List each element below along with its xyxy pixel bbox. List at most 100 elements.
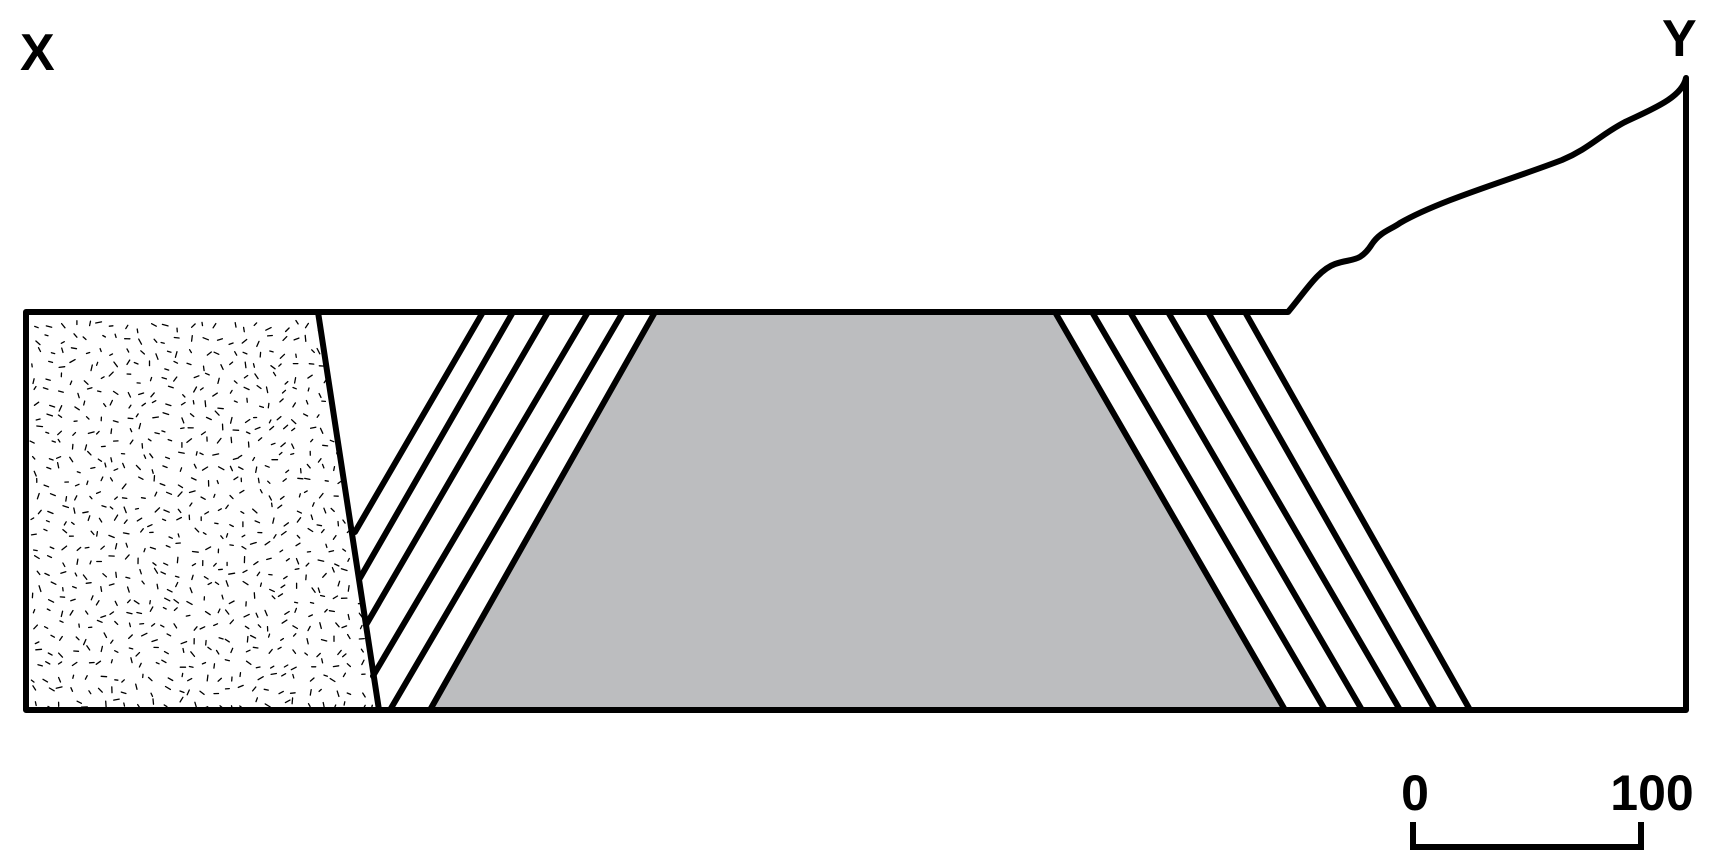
speckle-dash bbox=[357, 546, 359, 550]
speckle-dash bbox=[357, 364, 362, 366]
speckle-dash bbox=[372, 571, 375, 576]
speckle-dash bbox=[291, 454, 294, 455]
grey-body bbox=[430, 312, 1285, 710]
speckle-dash bbox=[292, 698, 293, 704]
speckle-dash bbox=[344, 702, 345, 705]
speckle-dash bbox=[351, 414, 355, 418]
end-label-right: Y bbox=[1662, 10, 1697, 68]
speckle-dash bbox=[325, 481, 328, 482]
bed-line-w1 bbox=[355, 312, 483, 532]
speckle-dash bbox=[256, 667, 260, 668]
speckle-dash bbox=[268, 403, 269, 407]
speckle-dash bbox=[77, 559, 78, 564]
speckle-dash bbox=[253, 647, 258, 648]
speckle-dash bbox=[240, 673, 241, 677]
speckle-dash bbox=[377, 509, 381, 512]
speckle-dash bbox=[375, 582, 376, 587]
speckle-dash bbox=[334, 366, 336, 368]
speckle-dash bbox=[111, 660, 112, 663]
speckle-dash bbox=[98, 391, 101, 392]
speckle-dash bbox=[371, 427, 374, 429]
speckle-dash bbox=[258, 478, 259, 482]
speckle-dash bbox=[153, 417, 159, 418]
speckle-dash bbox=[59, 367, 65, 368]
speckle-dash bbox=[346, 425, 351, 428]
speckle-dash bbox=[137, 329, 138, 333]
speckle-dash bbox=[111, 458, 112, 462]
speckle-dash bbox=[351, 368, 355, 369]
speckle-dash bbox=[372, 341, 373, 345]
scale-bar: 0 100 bbox=[1401, 765, 1694, 847]
speckle-dash bbox=[196, 452, 197, 455]
speckle-dash bbox=[333, 666, 338, 667]
speckle-dash bbox=[377, 362, 379, 367]
speckle-dash bbox=[174, 338, 179, 339]
speckle-dash bbox=[230, 545, 233, 546]
speckle-dash bbox=[181, 428, 184, 429]
speckle-dash bbox=[310, 690, 311, 695]
speckle-dash bbox=[101, 587, 102, 592]
speckle-dash bbox=[296, 354, 297, 357]
speckle-dash bbox=[183, 649, 184, 653]
speckle-dash bbox=[177, 557, 178, 562]
speckle-dash bbox=[126, 577, 130, 578]
speckle-dash bbox=[77, 472, 80, 473]
speckle-dash bbox=[336, 394, 339, 396]
end-label-left: X bbox=[20, 24, 55, 82]
speckle-dash bbox=[321, 596, 325, 597]
speckle-dash bbox=[351, 387, 354, 389]
speckle-dash bbox=[362, 479, 368, 480]
speckle-dash bbox=[373, 445, 377, 449]
speckle-dash bbox=[370, 374, 373, 377]
speckle-dash bbox=[295, 602, 298, 603]
speckle-dash bbox=[360, 408, 363, 409]
scale-bar-line bbox=[1413, 822, 1641, 847]
speckle-dash bbox=[264, 689, 268, 690]
speckle-dash bbox=[360, 419, 363, 422]
speckle-dash bbox=[123, 498, 127, 499]
speckle-dash bbox=[291, 693, 296, 694]
speckle-dash bbox=[34, 550, 38, 551]
speckle-dash bbox=[192, 336, 193, 342]
speckle-dash bbox=[348, 328, 349, 332]
speckle-dash bbox=[298, 478, 303, 479]
speckle-dash bbox=[377, 417, 382, 418]
speckle-dash bbox=[362, 455, 364, 457]
speckle-dash bbox=[372, 394, 375, 396]
speckle-dash bbox=[178, 534, 179, 537]
speckle-dash bbox=[356, 329, 360, 330]
speckle-dash bbox=[130, 623, 131, 627]
speckle-dash bbox=[364, 490, 367, 493]
speckle-dash bbox=[323, 445, 328, 446]
speckle-dash bbox=[317, 525, 321, 526]
speckle-dash bbox=[66, 497, 67, 502]
speckle-dash bbox=[346, 454, 351, 455]
speckle-dash bbox=[32, 534, 37, 535]
speckle-dash bbox=[150, 601, 151, 604]
speckle-dash bbox=[245, 362, 246, 368]
speckle-dash bbox=[333, 325, 339, 327]
speckle-dash bbox=[207, 675, 208, 681]
speckle-dash bbox=[129, 648, 132, 649]
speckle-dash bbox=[235, 323, 236, 327]
speckle-dash bbox=[85, 547, 89, 548]
speckle-dash bbox=[329, 611, 334, 612]
speckle-dash bbox=[186, 615, 190, 616]
speckle-dash bbox=[332, 339, 334, 342]
speckle-dash bbox=[375, 635, 379, 637]
speckle-dash bbox=[271, 674, 276, 675]
speckle-dash bbox=[308, 388, 309, 391]
speckle-dash bbox=[361, 444, 366, 445]
speckle-dash bbox=[338, 412, 340, 415]
speckle-dash bbox=[377, 456, 379, 461]
scale-bar-start-label: 0 bbox=[1401, 765, 1429, 821]
speckle-dash bbox=[204, 366, 205, 371]
speckle-dash bbox=[189, 667, 193, 668]
speckle-dash bbox=[362, 431, 363, 434]
speckle-dash bbox=[360, 386, 361, 391]
speckle-dash bbox=[352, 442, 354, 447]
speckle-dash bbox=[182, 673, 183, 676]
scale-bar-end-label: 100 bbox=[1610, 765, 1693, 821]
speckle-dash bbox=[73, 675, 74, 678]
speckle-dash bbox=[363, 466, 364, 470]
